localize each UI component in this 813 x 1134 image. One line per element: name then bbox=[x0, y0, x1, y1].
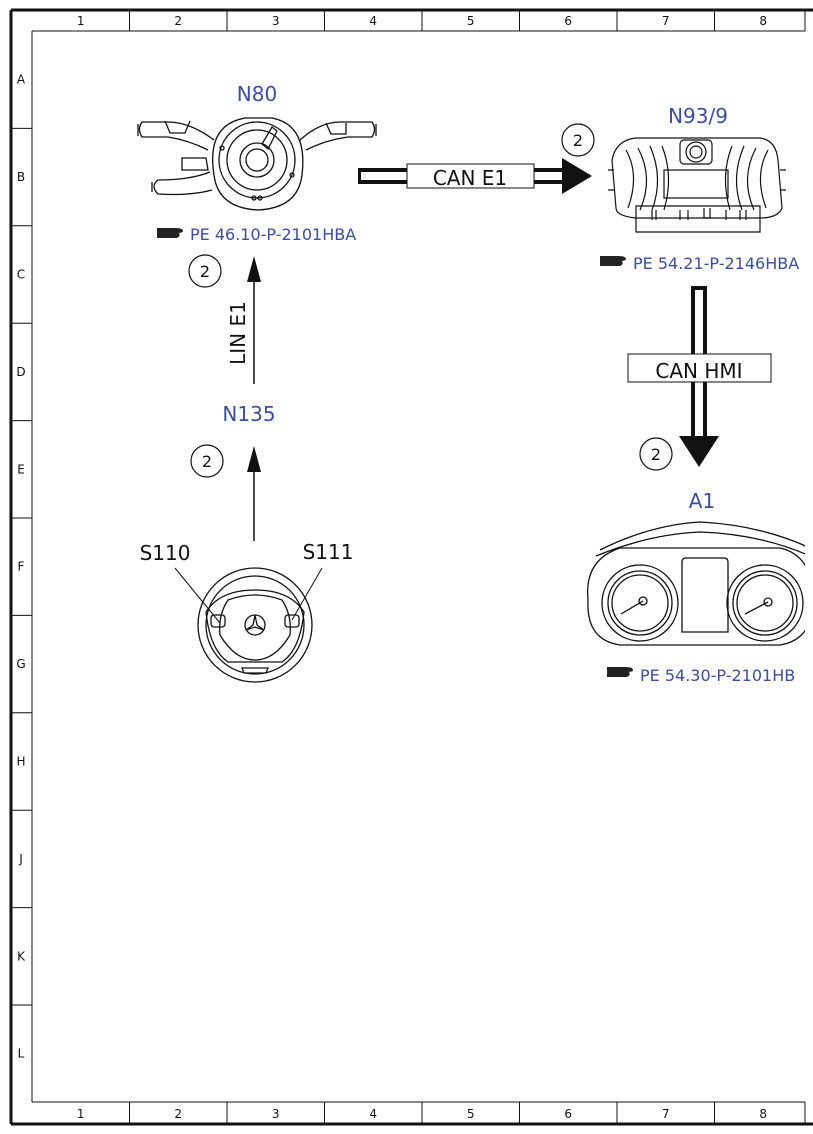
column-label-bottom: 3 bbox=[272, 1107, 280, 1121]
column-label-top: 6 bbox=[564, 14, 572, 28]
pointing-hand-icon bbox=[607, 667, 633, 677]
a1-reference-link[interactable]: PE 54.30-P-2101HB bbox=[607, 666, 795, 685]
switch-circle-marker: 2 bbox=[190, 444, 224, 478]
can-hmi-label-box bbox=[627, 353, 772, 383]
a1-reference-text: PE 54.30-P-2101HB bbox=[640, 666, 795, 685]
row-label: G bbox=[16, 657, 25, 671]
row-label: C bbox=[17, 268, 25, 282]
column-label-top: 3 bbox=[272, 14, 280, 28]
switch-leader-lines bbox=[174, 567, 323, 624]
column-label-bottom: 1 bbox=[77, 1107, 85, 1121]
column-label-top: 5 bbox=[467, 14, 475, 28]
can-hmi-label: CAN HMI bbox=[655, 359, 742, 383]
column-label-top: 2 bbox=[174, 14, 182, 28]
lin-e1-connection bbox=[247, 256, 261, 384]
column-label-top: 1 bbox=[77, 14, 85, 28]
a1-instrument-cluster bbox=[586, 521, 813, 646]
n93-9-reference-text: PE 54.21-P-2146HBA bbox=[633, 254, 799, 273]
svg-text:2: 2 bbox=[573, 131, 583, 150]
s111-label: S111 bbox=[303, 540, 354, 564]
can-hmi-circle-marker: 2 bbox=[639, 437, 673, 471]
row-label: F bbox=[18, 560, 25, 574]
n80-steering-column-module bbox=[137, 117, 377, 211]
n80-reference-text: PE 46.10-P-2101HBA bbox=[190, 225, 356, 244]
row-label: D bbox=[16, 365, 25, 379]
lin-e1-label: LIN E1 bbox=[226, 301, 250, 365]
can-e1-label-box bbox=[406, 163, 535, 189]
column-labels: 1 1 2 2 3 3 4 4 5 5 6 6 7 7 8 8 bbox=[77, 14, 767, 1121]
n80-label: N80 bbox=[237, 82, 277, 106]
steering-wheel bbox=[197, 567, 313, 683]
row-label: A bbox=[17, 73, 26, 87]
column-label-bottom: 7 bbox=[662, 1107, 670, 1121]
row-label: L bbox=[18, 1047, 25, 1061]
column-label-bottom: 2 bbox=[174, 1107, 182, 1121]
s110-label: S110 bbox=[140, 541, 191, 565]
column-label-bottom: 5 bbox=[467, 1107, 475, 1121]
column-label-top: 8 bbox=[759, 14, 767, 28]
row-labels: A B C D E F G H J K L bbox=[16, 73, 26, 1061]
row-label: E bbox=[17, 462, 25, 476]
row-label: J bbox=[18, 852, 23, 866]
pointing-hand-icon bbox=[157, 228, 183, 238]
n80-reference-link[interactable]: PE 46.10-P-2101HBA bbox=[157, 225, 356, 244]
switch-connection bbox=[247, 446, 261, 541]
n93-9-reference-link[interactable]: PE 54.21-P-2146HBA bbox=[600, 254, 799, 273]
n93-9-label: N93/9 bbox=[668, 104, 728, 128]
column-label-bottom: 8 bbox=[759, 1107, 767, 1121]
can-e1-label: CAN E1 bbox=[433, 166, 507, 190]
can-hmi-connection bbox=[627, 286, 772, 467]
a1-label: A1 bbox=[689, 489, 715, 513]
column-ticks bbox=[129, 10, 715, 1124]
row-label: B bbox=[17, 170, 25, 184]
svg-text:2: 2 bbox=[200, 262, 210, 281]
column-label-top: 7 bbox=[662, 14, 670, 28]
row-label: K bbox=[17, 949, 26, 963]
svg-text:2: 2 bbox=[202, 452, 212, 471]
pointing-hand-icon bbox=[600, 256, 626, 266]
column-label-bottom: 4 bbox=[369, 1107, 377, 1121]
lin-e1-circle-marker: 2 bbox=[188, 254, 222, 288]
svg-text:2: 2 bbox=[651, 445, 661, 464]
row-label: H bbox=[16, 755, 25, 769]
column-label-bottom: 6 bbox=[564, 1107, 572, 1121]
right-edge-mask bbox=[805, 31, 813, 1102]
can-e1-circle-marker: 2 bbox=[561, 123, 595, 157]
n93-9-module bbox=[608, 137, 786, 233]
n135-label: N135 bbox=[222, 402, 275, 426]
drawing-frame bbox=[9, 8, 813, 1126]
column-label-top: 4 bbox=[369, 14, 377, 28]
row-ticks bbox=[11, 127, 32, 1006]
can-e1-connection bbox=[358, 158, 592, 194]
